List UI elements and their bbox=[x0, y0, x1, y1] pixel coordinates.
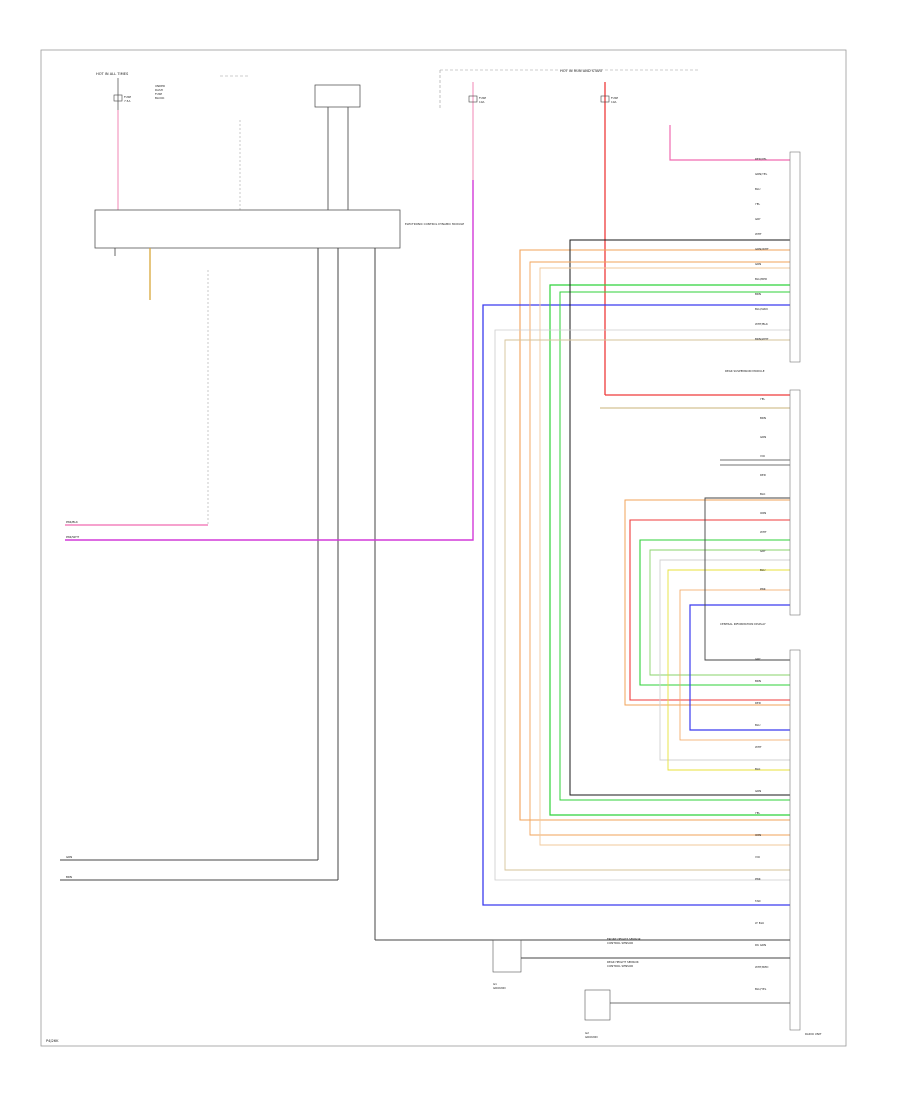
top-left-block-title: HOT IN ALL TIMES bbox=[96, 72, 129, 76]
wire-pink-label-1: PNK/BLK bbox=[66, 520, 78, 524]
bottom-connector-pin-label: GRN bbox=[755, 789, 761, 793]
bottom-connector-pin-label: BLU bbox=[755, 723, 760, 727]
fuse-right-2: FUSE 10A bbox=[600, 82, 618, 395]
mid-connector-pin-label: VIO bbox=[760, 454, 766, 458]
bottom-connector-pin-label: DK GRN bbox=[755, 943, 766, 947]
top-connector-pin-label: GRY bbox=[755, 217, 761, 221]
bottom-connector-pin-label: RED bbox=[755, 701, 761, 705]
bottom-connector-pin-label: YEL bbox=[755, 811, 760, 815]
rear-module-label: REAR SUSPENSION MODULE bbox=[725, 369, 765, 373]
wire-green-1 bbox=[549, 284, 790, 816]
svg-text:G1: G1 bbox=[493, 982, 497, 986]
svg-text:BRN: BRN bbox=[66, 875, 72, 879]
mid-connector-pin-label: GRN bbox=[760, 435, 766, 439]
wire-orange bbox=[519, 249, 790, 821]
relay-box bbox=[314, 84, 361, 108]
bottom-connector-pin-label: BRN bbox=[755, 679, 761, 683]
connector-right-mid bbox=[789, 389, 801, 616]
svg-text:FUSE: FUSE bbox=[611, 96, 618, 100]
wire-pink-2 bbox=[65, 180, 474, 541]
bottom-connector-pin-label: WHT/RED bbox=[755, 965, 768, 969]
body-module-label: ELECTRONIC CONTROL DYNAMIC MODULE bbox=[405, 222, 464, 226]
mid-connector-pin-label: YEL bbox=[760, 397, 765, 401]
svg-text:10A: 10A bbox=[479, 100, 485, 104]
bottom-connector-pin-label: ORN bbox=[755, 833, 761, 837]
svg-text:UNDER: UNDER bbox=[155, 84, 165, 88]
central-module-label: CENTRAL INFORMATION DISPLAY bbox=[720, 622, 766, 626]
mid-connector-pin-label: BRN bbox=[760, 416, 766, 420]
mid-connector-pin-label: BLU bbox=[760, 568, 765, 572]
fuse-right-1: FUSE 10A bbox=[468, 82, 486, 180]
top-connector-pin-label: BLU bbox=[755, 187, 760, 191]
top-connector-pin-label: BLU/GRN bbox=[755, 307, 768, 311]
wire-pink-label-2: PNK/WHT bbox=[66, 535, 79, 539]
svg-text:FRONT HEIGHT SENSOR: FRONT HEIGHT SENSOR bbox=[607, 937, 641, 941]
sensor-1-box bbox=[492, 939, 522, 973]
svg-text:REAR HEIGHT SENSOR: REAR HEIGHT SENSOR bbox=[607, 960, 639, 964]
mid-connector-pin-label: RED bbox=[760, 473, 766, 477]
bottom-connector-pin-label: GRY bbox=[755, 657, 761, 661]
svg-text:DASH: DASH bbox=[155, 88, 163, 92]
bottom-connector-pin-label: LT BLU bbox=[755, 921, 764, 925]
svg-text:FUSE: FUSE bbox=[479, 96, 486, 100]
mid-connector-pin-label: ORN bbox=[760, 511, 766, 515]
bottom-connector-pin-label: VIO bbox=[755, 855, 761, 859]
wire-yellow-1 bbox=[539, 267, 790, 846]
wire-gray-2 bbox=[494, 329, 790, 881]
top-connector-pin-label: WHT bbox=[755, 232, 762, 236]
control-module-top bbox=[94, 209, 401, 249]
svg-text:G2: G2 bbox=[585, 1031, 589, 1035]
top-connector-pin-label: BRN/WHT bbox=[755, 337, 769, 341]
connector-right-top bbox=[789, 151, 801, 363]
wire-orange-2 bbox=[529, 261, 790, 836]
top-connector-pin-label: BLU/RED bbox=[755, 277, 767, 281]
wire-green-2 bbox=[559, 291, 790, 801]
mid-connector-pin-label: GRY bbox=[760, 549, 766, 553]
top-connector-pin-label: YEL bbox=[755, 202, 760, 206]
top-connector-pin-label: GRN/YEL bbox=[755, 172, 768, 176]
svg-text:GROUND: GROUND bbox=[585, 1035, 598, 1039]
bottom-connector-pin-label: PNK bbox=[755, 877, 761, 881]
mid-connector-pin-label: WHT bbox=[760, 530, 767, 534]
wire-blue bbox=[482, 304, 790, 906]
fuse-left: FUSE 7.5A UNDER DASH FUSE BLOCK bbox=[113, 78, 165, 110]
bottom-connector-pin-label: TAN bbox=[754, 899, 761, 903]
footer-code: P4J26K bbox=[46, 1039, 59, 1043]
wire-gray-1 bbox=[504, 339, 790, 871]
top-right-block-title: HOT IN RUN AND START bbox=[560, 69, 604, 73]
svg-text:CONTROL SENSOR: CONTROL SENSOR bbox=[607, 964, 633, 968]
top-connector-pin-label: GRN/WHT bbox=[755, 247, 769, 251]
top-connector-pin-label: RED/YEL bbox=[755, 157, 767, 161]
fuse-left-amp: 7.5A bbox=[124, 99, 130, 103]
bottom-connector-pin-label: BLU/YEL bbox=[755, 987, 767, 991]
fuse-left-label: FUSE bbox=[124, 95, 131, 99]
top-connector-pin-label: BRN bbox=[755, 292, 761, 296]
top-connector-pin-label: WHT/BLK bbox=[755, 322, 768, 326]
sensor-2-box bbox=[584, 989, 611, 1021]
diagram-frame bbox=[40, 49, 847, 1047]
connector-right-bottom bbox=[789, 649, 801, 1031]
svg-text:10A: 10A bbox=[611, 100, 617, 104]
mid-connector-pin-label: PNK bbox=[760, 587, 766, 591]
bottom-connector-pin-label: BLK bbox=[755, 767, 760, 771]
svg-text:GROUND: GROUND bbox=[493, 986, 506, 990]
svg-text:CONTROL SENSOR: CONTROL SENSOR bbox=[607, 941, 633, 945]
bottom-connector-pin-label: WHT bbox=[755, 745, 762, 749]
svg-text:FUSE: FUSE bbox=[155, 92, 162, 96]
wire-black-1 bbox=[569, 239, 790, 796]
svg-text:GRN: GRN bbox=[66, 855, 72, 859]
radio-label: RADIO UNIT bbox=[805, 1032, 822, 1036]
mid-connector-pin-label: BLK bbox=[760, 492, 765, 496]
svg-text:BLOCK: BLOCK bbox=[155, 96, 165, 100]
top-connector-pin-label: GRN bbox=[755, 262, 761, 266]
